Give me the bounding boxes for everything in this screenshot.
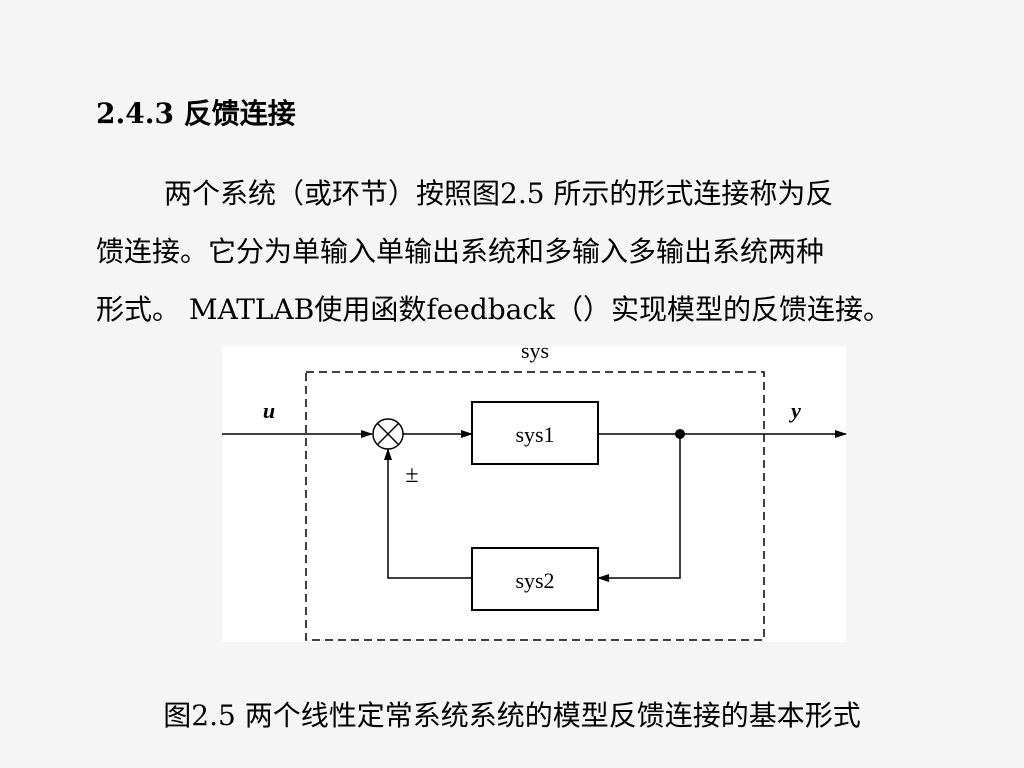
sys2-label: sys2: [515, 568, 554, 593]
system-boundary: [305, 371, 765, 641]
sys2-block: [471, 547, 599, 611]
feedback-diagram-panel: sys u ± sys1 y sys2: [222, 338, 847, 642]
input-label: u: [263, 398, 275, 423]
sys1-block: [471, 401, 599, 465]
system-label: sys: [521, 338, 549, 363]
body-paragraph: 两个系统（或环节）按照图2.5 所示的形式连接称为反 馈连接。它分为单输入单输出…: [96, 165, 996, 339]
paragraph-line-2: 馈连接。它分为单输入单输出系统和多输入多输出系统两种: [96, 235, 825, 268]
sys1-label: sys1: [515, 422, 554, 447]
paragraph-line-3: 形式。 MATLAB使用函数feedback（）实现模型的反馈连接。: [96, 293, 892, 326]
summing-junction: [372, 418, 404, 450]
figure-caption: 图2.5 两个线性定常系统系统的模型反馈连接的基本形式: [163, 699, 861, 732]
feedback-diagram: sys u ± sys1 y sys2: [222, 338, 847, 641]
feedback-arrow: [384, 448, 472, 579]
feedback-return-line: [597, 434, 681, 582]
output-label: y: [788, 398, 801, 423]
section-heading: 2.4.3 反馈连接: [96, 97, 296, 130]
sign-label: ±: [405, 462, 418, 488]
paragraph-line-1: 两个系统（或环节）按照图2.5 所示的形式连接称为反: [164, 177, 834, 210]
